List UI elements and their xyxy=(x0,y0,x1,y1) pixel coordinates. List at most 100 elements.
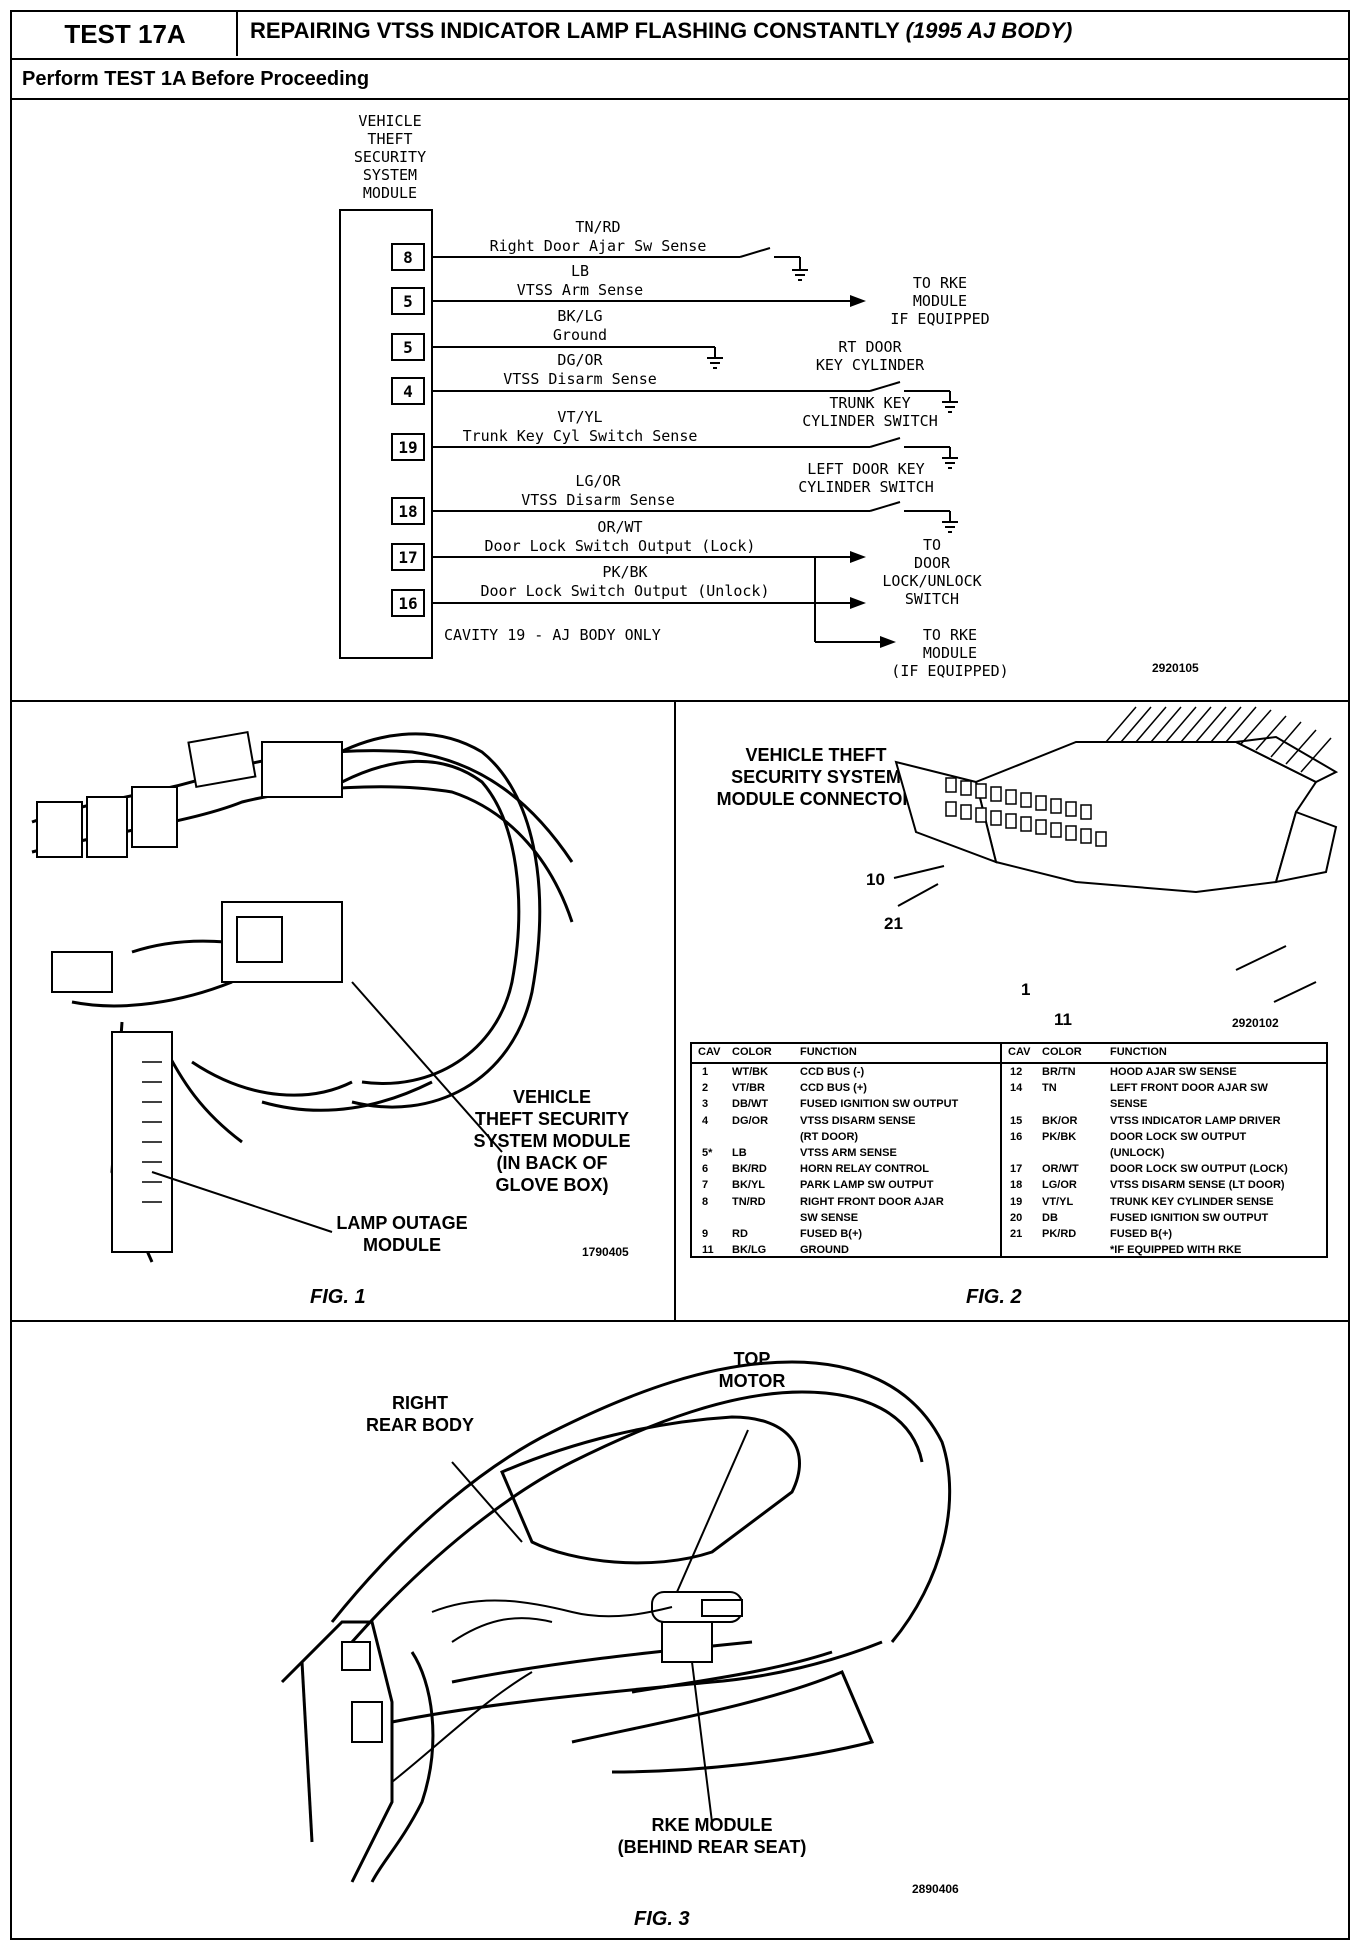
wire-function: Right Door Ajar Sw Sense xyxy=(490,237,707,255)
function-cell: DOOR LOCK SW OUTPUT (LOCK) xyxy=(1110,1163,1288,1176)
color-cell: TN xyxy=(1042,1082,1057,1095)
module-label-line: THEFT xyxy=(367,130,412,148)
divider-schematic-bottom xyxy=(10,700,1350,702)
cav-cell: 5* xyxy=(702,1147,713,1159)
function-cell: PARK LAMP SW OUTPUT xyxy=(800,1179,934,1192)
wire-color: TN/RD xyxy=(575,218,620,236)
function-cell: VTSS DISARM SENSE (LT DOOR) xyxy=(1110,1179,1285,1192)
module-label-line: SECURITY xyxy=(354,148,426,166)
leader-line xyxy=(351,981,503,1153)
col-header: FUNCTION xyxy=(1110,1046,1167,1058)
title-suffix: (1995 AJ BODY) xyxy=(905,18,1073,43)
cav-cell: 11 xyxy=(702,1244,714,1257)
table-header-rule xyxy=(692,1062,1326,1064)
callout-line: SYSTEM MODULE xyxy=(473,1131,631,1151)
color-cell: BR/TN xyxy=(1042,1066,1076,1078)
color-cell: DB/WT xyxy=(732,1098,769,1111)
pin-number: 5 xyxy=(403,338,413,357)
pin-label-10: 10 xyxy=(866,870,885,889)
color-cell: LB xyxy=(732,1147,747,1159)
function-cell: (RT DOOR) xyxy=(800,1130,859,1143)
function-cell: FUSED IGNITION SW OUTPUT xyxy=(1110,1211,1269,1224)
wire-function: Door Lock Switch Output (Lock) xyxy=(485,537,756,555)
color-cell: BK/YL xyxy=(732,1179,765,1192)
switch-contact xyxy=(739,247,771,258)
col-header: CAV xyxy=(1008,1046,1031,1058)
dest-rke-line: TO RKE xyxy=(913,274,967,292)
cav-cell: 19 xyxy=(1010,1195,1023,1208)
function-cell: *IF EQUIPPED WITH RKE xyxy=(1110,1244,1242,1257)
col-header: COLOR xyxy=(732,1046,772,1058)
cav-cell: 9 xyxy=(702,1228,709,1240)
pin-boxes xyxy=(391,243,425,617)
pin-label-21: 21 xyxy=(884,914,903,933)
wire-function: VTSS Disarm Sense xyxy=(503,370,657,388)
pin-label-1: 1 xyxy=(1021,980,1031,999)
harness-hatching xyxy=(142,1061,162,1203)
function-cell: TRUNK KEY CYLINDER SENSE xyxy=(1110,1195,1274,1208)
function-cell: GROUND xyxy=(800,1244,849,1257)
color-cell: RD xyxy=(732,1228,748,1240)
wire-color: LG/OR xyxy=(575,472,621,490)
cav-cell: 21 xyxy=(1010,1228,1023,1240)
top-motor-callout: TOP MOTOR xyxy=(702,1348,802,1392)
function-cell: DOOR LOCK SW OUTPUT xyxy=(1110,1130,1247,1143)
module-label-line: MODULE xyxy=(363,184,417,202)
function-cell: FUSED B(+) xyxy=(800,1228,863,1240)
leader-line xyxy=(897,883,939,907)
col-header: CAV xyxy=(698,1046,721,1058)
function-cell: RIGHT FRONT DOOR AJAR xyxy=(800,1195,944,1208)
fig2-caption: FIG. 2 xyxy=(966,1286,1022,1308)
dest-rt-door-line: KEY CYLINDER xyxy=(816,356,925,374)
leader-line xyxy=(893,865,945,879)
callout-leaders xyxy=(451,1429,749,1823)
callout-line: MOTOR xyxy=(718,1371,786,1391)
leader-line xyxy=(676,1429,749,1593)
arrow-icon xyxy=(850,597,866,609)
arrow-icon xyxy=(880,636,896,648)
cav-cell: 20 xyxy=(1010,1211,1023,1224)
function-cell: SENSE xyxy=(1110,1098,1148,1111)
subheader-bar xyxy=(10,60,1350,100)
dest-left-door-line: LEFT DOOR KEY xyxy=(807,460,924,478)
fig1-caption: FIG. 1 xyxy=(310,1286,366,1308)
wire-color: DG/OR xyxy=(557,351,603,369)
right-rear-body-callout: RIGHT REAR BODY xyxy=(350,1392,490,1436)
title-line: MODULE CONNECTOR xyxy=(716,789,916,809)
color-cell: BK/RD xyxy=(732,1163,767,1176)
cav-cell: 12 xyxy=(1010,1066,1023,1078)
pin-number: 5 xyxy=(403,292,413,311)
color-cell: LG/OR xyxy=(1042,1179,1077,1192)
color-cell: OR/WT xyxy=(1042,1163,1079,1176)
connector-title: VEHICLE THEFT SECURITY SYSTEM MODULE CON… xyxy=(696,744,936,810)
callout-line: (BEHIND REAR SEAT) xyxy=(617,1837,807,1857)
cav-cell: 4 xyxy=(702,1114,709,1127)
pin-box xyxy=(391,589,425,617)
wire-color: LB xyxy=(571,262,589,280)
callout-line: REAR BODY xyxy=(365,1415,474,1435)
function-cell: FUSED B(+) xyxy=(1110,1228,1173,1240)
function-cell: VTSS INDICATOR LAMP DRIVER xyxy=(1110,1114,1281,1127)
dest-rke-line: IF EQUIPPED xyxy=(890,310,989,328)
pin-number: 16 xyxy=(398,594,417,613)
dest-door-lock-line: TO xyxy=(923,536,941,554)
callout-line: RIGHT xyxy=(392,1393,448,1413)
color-cell: TN/RD xyxy=(732,1195,766,1208)
fig3-caption: FIG. 3 xyxy=(634,1908,690,1930)
cav-cell: 8 xyxy=(702,1195,709,1208)
wires xyxy=(432,247,958,643)
color-cell: PK/RD xyxy=(1042,1228,1077,1240)
fig2-panel: VEHICLE THEFT SECURITY SYSTEM MODULE CON… xyxy=(676,702,1348,1318)
color-cell: DG/OR xyxy=(732,1114,769,1127)
cav-cell: 16 xyxy=(1010,1130,1023,1143)
function-cell: CCD BUS (+) xyxy=(800,1082,867,1095)
cav-cell: 14 xyxy=(1010,1082,1023,1095)
pin-cavities xyxy=(945,777,1107,847)
pin-box xyxy=(391,377,425,405)
callout-line: LAMP OUTAGE xyxy=(336,1213,468,1233)
wire-color: BK/LG xyxy=(557,307,602,325)
function-cell: LEFT FRONT DOOR AJAR SW xyxy=(1110,1082,1268,1095)
dest-rke2-line: MODULE xyxy=(923,644,977,662)
arrow-icon xyxy=(850,551,866,563)
